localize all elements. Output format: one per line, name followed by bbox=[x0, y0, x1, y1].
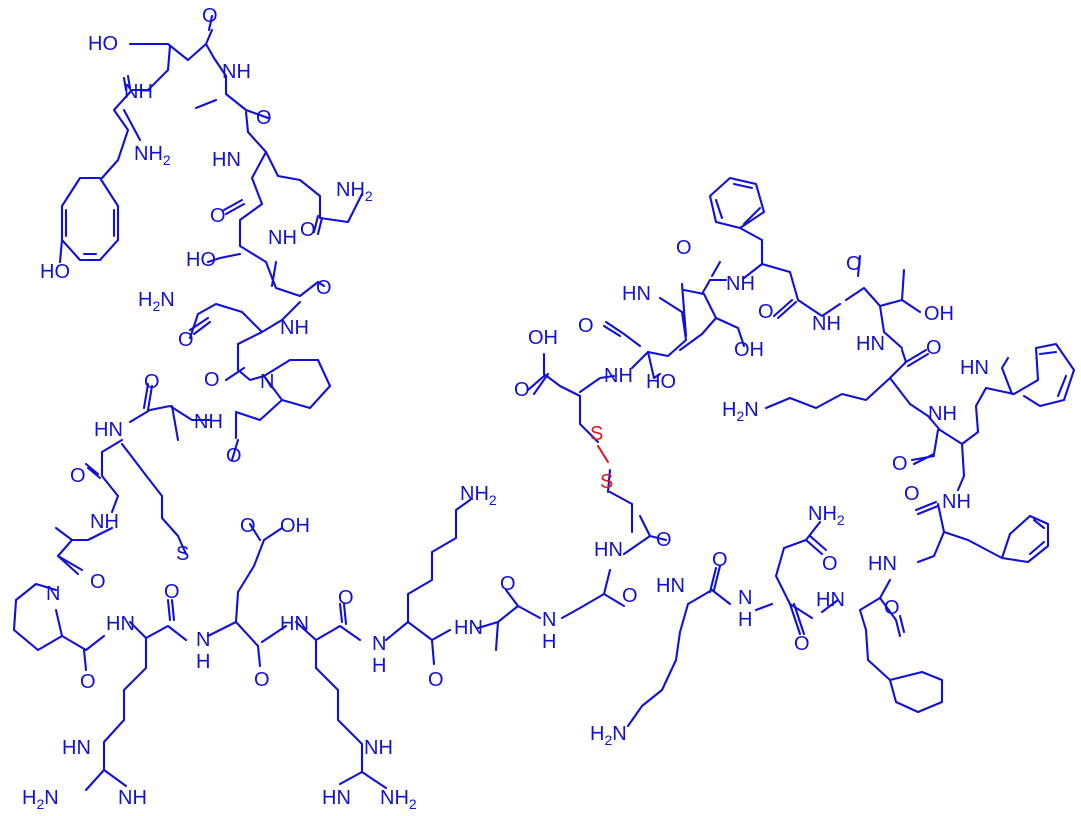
label-hn-glu-h: H bbox=[196, 651, 210, 673]
label-hn-glu: N bbox=[196, 629, 210, 651]
label-hn-lys3: HN bbox=[656, 575, 685, 597]
label-s-met: S bbox=[176, 543, 189, 565]
label-nh-trp: NH bbox=[928, 403, 957, 425]
label-hn-phe3: HN bbox=[868, 553, 897, 575]
label-s2: S bbox=[600, 471, 613, 493]
label-h2n-lys3: H2N bbox=[590, 723, 627, 748]
label-o-met-b: O bbox=[70, 465, 86, 487]
label-hn-lys1: N bbox=[372, 633, 386, 655]
label-nh2-lys1: NH2 bbox=[460, 483, 497, 508]
label-o-pro2: O bbox=[80, 671, 96, 693]
label-hn-arg2-end: HN bbox=[322, 787, 351, 809]
label-nh-ser2: NH bbox=[268, 227, 297, 249]
label-oh-thr1: OH bbox=[734, 339, 764, 361]
label-o-ser2: O bbox=[316, 277, 332, 299]
label-o-phe2: O bbox=[884, 597, 900, 619]
label-nh-asn3-h: H bbox=[738, 609, 752, 631]
label-o-glu-side: O bbox=[240, 515, 256, 537]
label-hn-met: HN bbox=[94, 419, 123, 441]
label-hn-lys1-h: H bbox=[372, 655, 386, 677]
label-hn-arg1: HN bbox=[106, 613, 135, 635]
label-nh2-asn3: NH2 bbox=[808, 503, 845, 528]
label-o-phe3: O bbox=[904, 483, 920, 505]
atom-labels: HO O NH NH NH2 HO O HN NH2 O O NH HO O N… bbox=[22, 5, 989, 812]
label-o-lys2: O bbox=[926, 337, 942, 359]
label-hn-lys2: HN bbox=[856, 333, 885, 355]
label-o-thr2: O bbox=[846, 253, 862, 275]
label-nh2-asn1: NH2 bbox=[336, 179, 373, 204]
label-nh-ala3: NH bbox=[90, 511, 119, 533]
label-n-pro2: N bbox=[46, 583, 60, 605]
label-h2n-arg1: H2N bbox=[22, 787, 59, 812]
label-o-gly: O bbox=[622, 585, 638, 607]
label-hn-cys2: NH bbox=[942, 491, 971, 513]
label-oh-thr2: OH bbox=[924, 303, 954, 325]
label-nh-tyr: NH bbox=[124, 81, 153, 103]
label-o-asn2a: O bbox=[178, 329, 194, 351]
label-o-cys: O bbox=[514, 379, 530, 401]
label-o-ala3: O bbox=[90, 571, 106, 593]
label-oh-cys: OH bbox=[528, 327, 558, 349]
label-o-ala4: O bbox=[500, 573, 516, 595]
label-hn-gly: N bbox=[542, 609, 556, 631]
label-ho-ser2: HO bbox=[186, 249, 216, 271]
label-nh-arg1-end: NH bbox=[118, 787, 147, 809]
label-o-ser3: O bbox=[578, 315, 594, 337]
label-nh-ala1: NH bbox=[222, 61, 251, 83]
label-hn-arg2: HN bbox=[280, 613, 309, 635]
label-hn-arg1-side: HN bbox=[62, 737, 91, 759]
label-o-ser1: O bbox=[202, 5, 218, 27]
bond-network bbox=[12, 14, 1076, 792]
label-o-ala2: O bbox=[226, 445, 242, 467]
label-o-phe1: O bbox=[758, 301, 774, 323]
label-hn-ser3: HN bbox=[622, 283, 651, 305]
label-o-arg1: O bbox=[164, 581, 180, 603]
label-o-asn3b: O bbox=[794, 633, 810, 655]
label-hn-gly-h: H bbox=[542, 631, 556, 653]
label-o-thr1: O bbox=[676, 237, 692, 259]
label-nh-thr1: NH bbox=[726, 273, 755, 295]
label-hn-asn1: HN bbox=[212, 149, 241, 171]
label-oh-ser3: HO bbox=[646, 371, 676, 393]
label-o-arg2: O bbox=[338, 587, 354, 609]
label-h2n-asn2: H2N bbox=[138, 289, 175, 314]
label-ho-ser1: HO bbox=[88, 33, 118, 55]
label-hn-cys2b: HN bbox=[594, 539, 623, 561]
label-o-trp: O bbox=[892, 453, 908, 475]
label-nh2-arg2: NH2 bbox=[380, 787, 417, 812]
label-o-asn3: O bbox=[822, 553, 838, 575]
label-cooh-glu: OH bbox=[280, 515, 310, 537]
label-o-cys2: O bbox=[656, 529, 672, 551]
label-nh-arg2-side: NH bbox=[364, 737, 393, 759]
label-o-asn1: O bbox=[300, 219, 316, 241]
label-o-met: O bbox=[144, 371, 160, 393]
label-o-asn1b: O bbox=[210, 205, 226, 227]
label-o-lys3: O bbox=[712, 549, 728, 571]
label-nh-cys: NH bbox=[604, 365, 633, 387]
label-nh-asn3: N bbox=[738, 587, 752, 609]
label-nh-phe1: NH bbox=[812, 313, 841, 335]
label-nh-ala2: NH bbox=[194, 411, 223, 433]
label-o-glu: O bbox=[254, 669, 270, 691]
label-s1: S bbox=[590, 423, 603, 445]
label-hn-ala4: HN bbox=[454, 617, 483, 639]
label-o-lys1: O bbox=[428, 669, 444, 691]
label-o-ala1: O bbox=[256, 107, 272, 129]
label-hn-indole: HN bbox=[960, 357, 989, 379]
label-nh2-tyr: NH2 bbox=[134, 143, 171, 168]
label-oh-tyr: HO bbox=[40, 261, 70, 283]
label-o-asn2b: O bbox=[204, 369, 220, 391]
label-hn-phe2: HN bbox=[816, 589, 845, 611]
label-nh-asn2: NH bbox=[280, 317, 309, 339]
label-n-pro1: N bbox=[260, 371, 274, 393]
label-h2n-lys2: H2N bbox=[722, 399, 759, 424]
